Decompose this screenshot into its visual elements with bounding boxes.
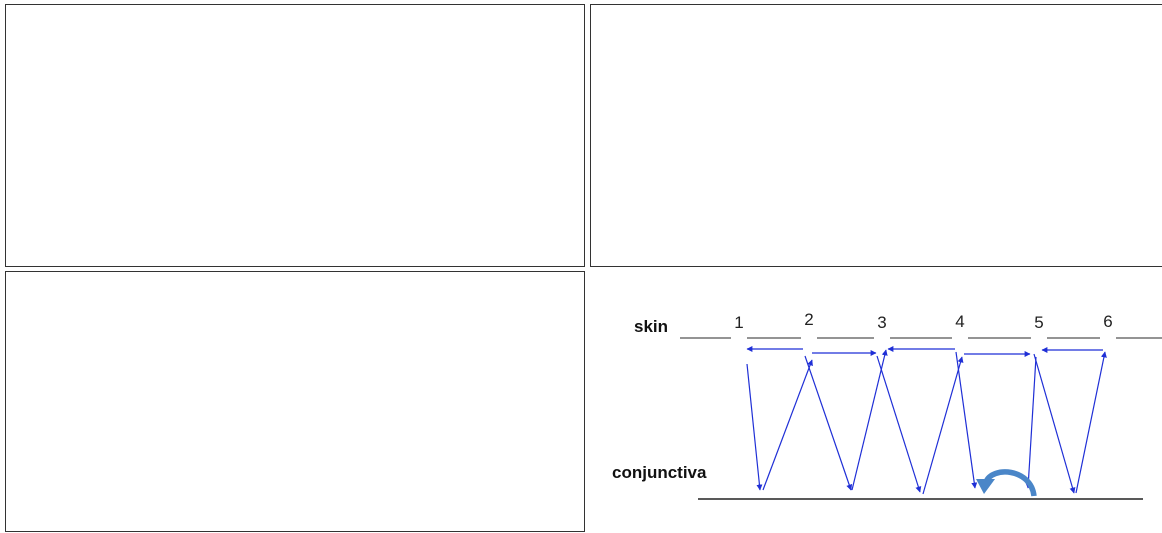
pass-3-up xyxy=(922,356,964,495)
pass-5-down xyxy=(1025,356,1037,489)
pass-4-down xyxy=(955,351,978,489)
pass-1-down xyxy=(746,363,763,491)
point-label-5: 5 xyxy=(1034,313,1043,332)
point-label-4: 4 xyxy=(955,312,964,331)
suture-diagram: skin conjunctiva 1 2 3 4 5 6 xyxy=(612,310,1162,500)
pass-5-cross xyxy=(1033,353,1076,494)
blank-panel-top-left xyxy=(5,4,585,267)
suture-skin-bites xyxy=(746,346,1103,357)
point-label-1: 1 xyxy=(734,313,743,332)
suture-deep-passes xyxy=(746,349,1107,495)
curved-arrow-icon xyxy=(976,469,1037,497)
pass-3-down xyxy=(876,355,922,493)
blank-panel-bottom-left xyxy=(5,271,585,532)
pass-2-up xyxy=(851,349,888,491)
blank-panel-top-right xyxy=(590,4,1162,267)
pass-2-down xyxy=(804,355,853,491)
pass-6-up xyxy=(1075,351,1107,494)
pass-1-up xyxy=(762,359,813,491)
point-label-3: 3 xyxy=(877,313,886,332)
point-label-6: 6 xyxy=(1103,312,1112,331)
conjunctiva-label: conjunctiva xyxy=(612,463,707,482)
skin-label: skin xyxy=(634,317,668,336)
point-label-2: 2 xyxy=(804,310,813,329)
